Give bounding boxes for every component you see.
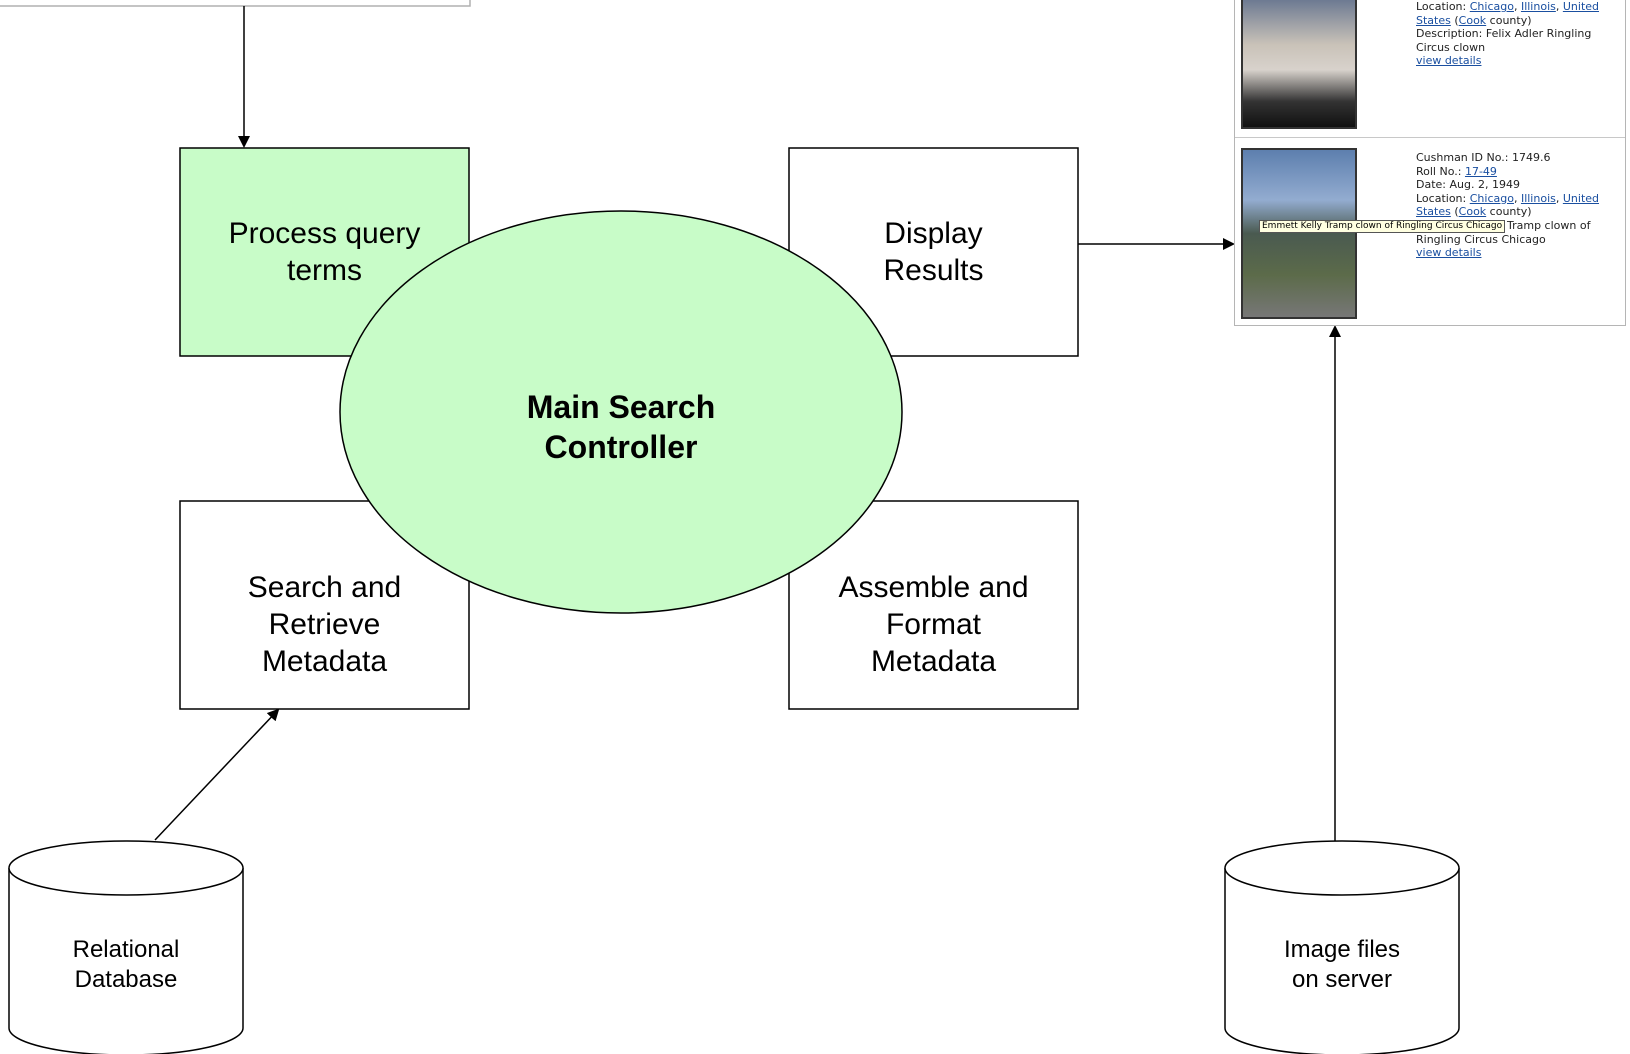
- country-link[interactable]: United: [1562, 191, 1600, 205]
- result-thumbnail[interactable]: [1241, 148, 1357, 319]
- country-link-cont[interactable]: States: [1416, 13, 1451, 27]
- result-row: Cushman ID No.: 1749.6 Roll No.: 17-49 D…: [1235, 139, 1625, 326]
- county-link[interactable]: Cook: [1458, 205, 1487, 219]
- search-retrieve-label: Search and Retrieve Metadata: [247, 570, 402, 678]
- state-link[interactable]: Illinois: [1520, 191, 1556, 205]
- main-controller-label: Main Search Controller: [526, 389, 716, 465]
- image-tooltip: Emmett Kelly Tramp clown of Ringling Cir…: [1259, 220, 1506, 233]
- relational-database-label: Relational Database: [72, 936, 180, 993]
- search-results-panel: Location: Chicago, Illinois, United Stat…: [1234, 0, 1626, 326]
- db-to-search-arrow: [154, 708, 280, 841]
- city-link[interactable]: Chicago: [1469, 191, 1514, 205]
- image-files-cylinder: [1224, 840, 1460, 1054]
- assemble-format-label: Assemble and Format Metadata: [838, 570, 1029, 678]
- view-details-link[interactable]: view details: [1416, 54, 1482, 68]
- country-link-cont[interactable]: States: [1416, 205, 1451, 219]
- view-details-link[interactable]: view details: [1416, 246, 1482, 260]
- result-metadata: Location: Chicago, Illinois, United Stat…: [1416, 0, 1600, 68]
- roll-link[interactable]: 17-49: [1464, 164, 1497, 178]
- display-results-label: Display Results: [883, 217, 984, 287]
- result-thumbnail[interactable]: [1241, 0, 1357, 129]
- county-link[interactable]: Cook: [1458, 13, 1487, 27]
- result-metadata: Cushman ID No.: 1749.6 Roll No.: 17-49 D…: [1416, 151, 1618, 260]
- main-controller-ellipse: [339, 210, 903, 614]
- process-query-label: Process query terms: [228, 217, 421, 287]
- country-link[interactable]: United: [1562, 0, 1600, 13]
- relational-database-cylinder: [8, 840, 244, 1054]
- image-files-label: Image files on server: [1283, 936, 1401, 993]
- result-row: Location: Chicago, Illinois, United Stat…: [1235, 0, 1625, 138]
- state-link[interactable]: Illinois: [1520, 0, 1556, 13]
- city-link[interactable]: Chicago: [1469, 0, 1514, 13]
- description-text: Felix Adler Ringling Circus clown: [1416, 27, 1592, 54]
- query-input-box: [0, 0, 471, 7]
